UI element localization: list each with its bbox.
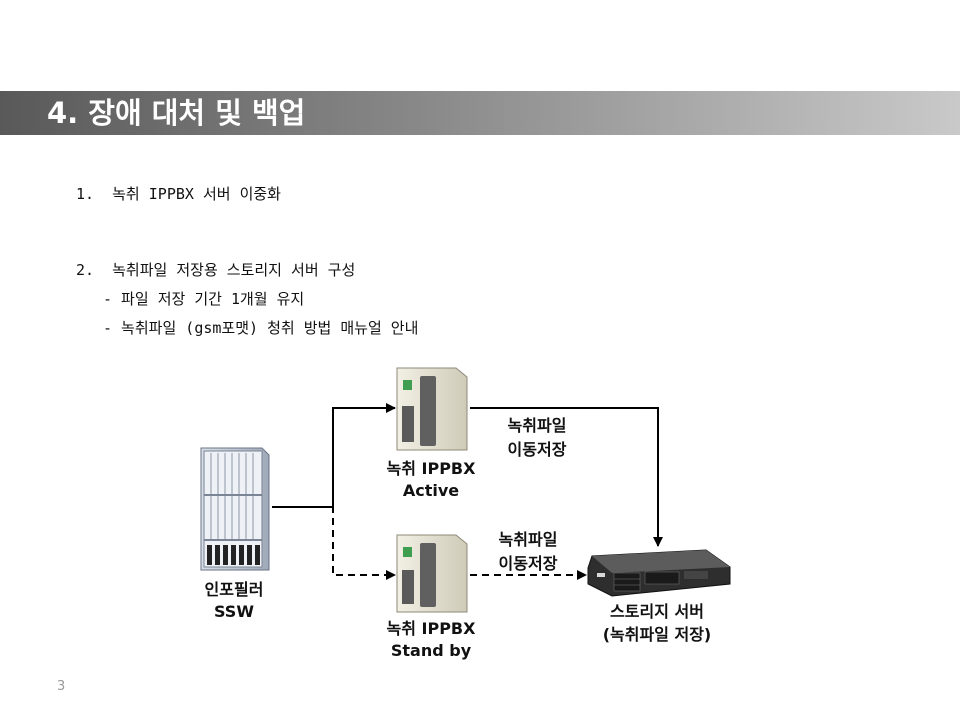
svg-text:(녹취파일 저장): (녹취파일 저장) — [603, 625, 712, 644]
svg-text:Active: Active — [403, 481, 459, 500]
flow-label-top: 녹취파일 이동저장 — [508, 416, 567, 459]
svg-text:이동저장: 이동저장 — [499, 554, 558, 573]
ssw-label: 인포필러 SSW — [205, 580, 264, 621]
connection-active-storage — [470, 407, 663, 547]
storage-label: 스토리지 서버 (녹취파일 저장) — [603, 602, 712, 644]
active-server-icon — [396, 367, 468, 451]
sub-item-1: - 파일 저장 기간 1개월 유지 — [103, 290, 305, 308]
storage-server-icon — [587, 549, 731, 597]
page-number: 3 — [57, 679, 66, 694]
svg-text:녹취파일: 녹취파일 — [508, 416, 567, 435]
svg-text:SSW: SSW — [214, 602, 254, 621]
svg-text:녹취 IPPBX: 녹취 IPPBX — [387, 619, 477, 638]
svg-text:스토리지 서버: 스토리지 서버 — [610, 602, 704, 621]
svg-text:녹취 IPPBX: 녹취 IPPBX — [387, 459, 477, 478]
svg-text:Stand by: Stand by — [391, 641, 472, 660]
sub-item-2: - 녹취파일 (gsm포맷) 청취 방법 매뉴얼 안내 — [103, 319, 419, 337]
item-2: 2. 녹취파일 저장용 스토리지 서버 구성 — [76, 261, 356, 279]
svg-text:녹취파일: 녹취파일 — [499, 530, 558, 549]
active-label: 녹취 IPPBX Active — [387, 459, 477, 500]
page-title: 4. 장애 대처 및 백업 — [47, 96, 306, 130]
item-1: 1. 녹취 IPPBX 서버 이중화 — [76, 185, 281, 203]
svg-text:이동저장: 이동저장 — [508, 440, 567, 459]
svg-text:인포필러: 인포필러 — [205, 580, 264, 599]
standby-server-icon — [396, 534, 468, 613]
standby-label: 녹취 IPPBX Stand by — [387, 619, 477, 660]
title-bar: 4. 장애 대처 및 백업 — [0, 91, 960, 135]
connection-ssw-active — [272, 403, 396, 508]
flow-label-bottom: 녹취파일 이동저장 — [499, 530, 558, 573]
ssw-rack-icon — [200, 447, 270, 571]
connection-ssw-standby — [272, 506, 396, 580]
